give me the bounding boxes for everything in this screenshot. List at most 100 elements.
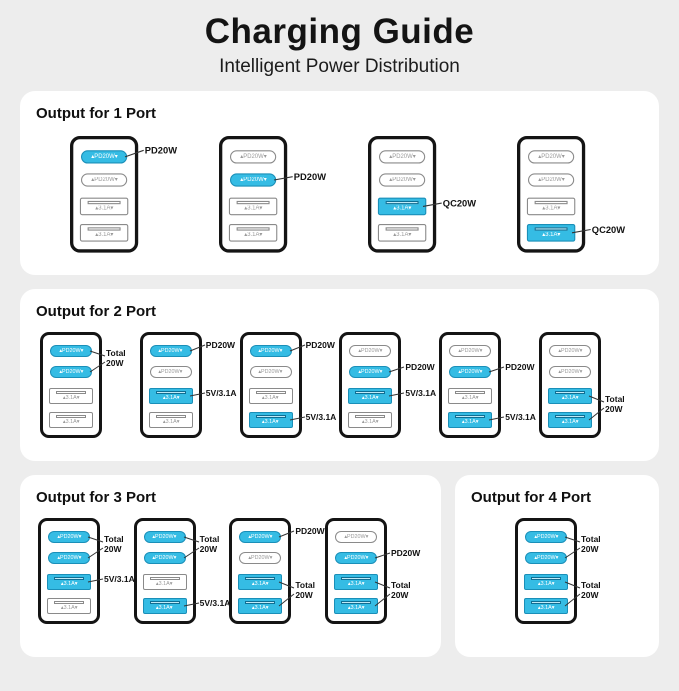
usb-a-port-1: ▴3.1A▾ [79,197,129,216]
usb-c-port-text: ▴PD20W▾ [158,368,183,375]
usb-a-port-2: ▴3.1A▾ [448,412,493,428]
output-label: Total 20W [106,348,126,368]
charger-body: ▴PD20W▾▴PD20W▾▴3.1A▾▴3.1A▾ [239,332,302,438]
usb-a-port-1: ▴3.1A▾ [526,197,576,216]
usb-a-port-2: ▴3.1A▾ [333,598,378,614]
usb-a-port-1: ▴3.1A▾ [348,388,393,404]
charger-body: ▴PD20W▾▴PD20W▾▴3.1A▾▴3.1A▾ [38,518,100,624]
output-label: 5V/3.1A [405,388,437,398]
usb-c-port-text: ▴PD20W▾ [258,368,283,375]
output-label: QC20W [442,197,477,209]
usb-a-port-text: ▴3.1A▾ [347,580,365,587]
usb-a-tongue [54,576,84,580]
output-label: PD20W [390,548,421,558]
usb-c-port-2: ▴PD20W▾ [349,366,392,378]
usb-a-port-2: ▴3.1A▾ [79,224,129,242]
charging-guide-infographic: Charging Guide Intelligent Power Distrib… [0,12,679,657]
usb-a-port-text: ▴3.1A▾ [393,205,412,212]
usb-a-tongue [340,576,371,580]
usb-c-port-text: ▴PD20W▾ [537,176,565,183]
charger-diagram: ▴PD20W▾▴PD20W▾▴3.1A▾▴3.1A▾PD20W [219,136,326,253]
charger-body: ▴PD20W▾▴PD20W▾▴3.1A▾▴3.1A▾ [70,136,139,253]
output-label: Total 20W [604,394,625,414]
usb-c-port-2: ▴PD20W▾ [334,552,377,564]
usb-a-port-text: ▴3.1A▾ [393,231,412,238]
usb-a-tongue [56,390,86,394]
page-subtitle: Intelligent Power Distribution [219,56,460,77]
usb-a-tongue [155,414,186,418]
usb-c-port-1: ▴PD20W▾ [143,531,186,543]
usb-c-port-text: ▴PD20W▾ [343,533,368,540]
output-label: Total 20W [199,534,220,554]
usb-a-port-text: ▴3.1A▾ [461,394,479,401]
output-label: PD20W [505,362,535,372]
usb-a-tongue [455,414,486,418]
charger-body: ▴PD20W▾▴PD20W▾▴3.1A▾▴3.1A▾ [133,518,196,624]
usb-c-port-text: ▴PD20W▾ [458,347,483,354]
usb-c-port-1: ▴PD20W▾ [239,531,282,543]
usb-a-port-text: ▴3.1A▾ [62,394,80,401]
usb-c-port-text: ▴PD20W▾ [343,554,368,561]
usb-a-port-text: ▴3.1A▾ [95,205,114,212]
usb-a-port-text: ▴3.1A▾ [262,394,279,401]
usb-c-port-1: ▴PD20W▾ [548,345,591,357]
usb-a-port-1: ▴3.1A▾ [148,388,193,404]
output-label: PD20W [405,362,435,372]
usb-a-tongue [245,576,276,580]
usb-c-port-text: ▴PD20W▾ [557,368,582,375]
usb-a-port-text: ▴3.1A▾ [542,231,561,238]
usb-c-port-text: ▴PD20W▾ [533,554,559,561]
usb-c-port-text: ▴PD20W▾ [533,533,559,540]
usb-c-port-text: ▴PD20W▾ [388,176,416,183]
section-title: Output for 2 Port [36,303,156,320]
charger-body: ▴PD20W▾ ▴PD20W▾ ▴3.1A▾ ▴3.1A▾ [40,332,102,438]
usb-c-port-text: ▴PD20W▾ [248,554,273,561]
charger-diagram: ▴PD20W▾▴PD20W▾▴3.1A▾▴3.1A▾Total 20W [538,332,625,438]
usb-a-port-text: ▴3.1A▾ [537,580,555,587]
output-label: Total 20W [104,534,124,554]
usb-a-port-text: ▴3.1A▾ [461,418,479,425]
charger-diagram: ▴PD20W▾ ▴PD20W▾ ▴3.1A▾ ▴3.1A▾ PD20W Total 20W [324,518,420,624]
section-output-2-port: Output for 2 Port ▴PD20W▾ ▴PD20W▾ ▴3.1A▾ ▴3… [20,289,659,461]
usb-c-port-text: ▴PD20W▾ [152,533,177,540]
usb-a-port-text: ▴3.1A▾ [162,418,180,425]
usb-c-port-1: ▴PD20W▾ [50,345,92,357]
usb-a-port-2: ▴3.1A▾ [47,598,91,614]
usb-c-port-2: ▴PD20W▾ [249,366,292,378]
output-label: 5V/3.1A [104,574,135,584]
output-label: 5V/3.1A [205,388,237,398]
charger-body: ▴PD20W▾▴PD20W▾▴3.1A▾▴3.1A▾ [139,332,202,438]
usb-a-port-text: ▴3.1A▾ [362,394,379,401]
usb-c-port-2: ▴PD20W▾ [525,552,567,564]
usb-c-port-text: ▴PD20W▾ [239,153,267,160]
usb-c-port-text: ▴PD20W▾ [248,533,273,540]
usb-a-port-2: ▴3.1A▾ [49,412,93,428]
usb-a-tongue [87,200,121,204]
section-output-1-port: Output for 1 Port ▴PD20W▾▴PD20W▾▴3.1A▾▴3… [20,91,659,275]
usb-c-port-2: ▴PD20W▾ [143,552,186,564]
usb-c-port-2: ▴PD20W▾ [48,552,90,564]
usb-c-port-text: ▴PD20W▾ [58,368,84,375]
usb-a-tongue [155,390,186,394]
usb-a-port-1: ▴3.1A▾ [248,388,293,404]
charger-body: ▴PD20W▾▴PD20W▾▴3.1A▾▴3.1A▾ [339,332,402,438]
section-title: Output for 4 Port [471,489,591,506]
usb-a-tongue [531,600,561,604]
usb-a-tongue [355,414,386,418]
usb-a-port-text: ▴3.1A▾ [95,231,114,238]
usb-a-port-2: ▴3.1A▾ [526,224,576,242]
usb-c-port-1: ▴PD20W▾ [379,150,426,164]
output-label: PD20W [205,340,236,350]
charger-body: ▴PD20W▾ ▴PD20W▾ ▴3.1A▾ ▴3.1A▾ [324,518,387,624]
output-label: Total 20W [390,580,411,600]
usb-a-tongue [531,576,561,580]
usb-c-port-text: ▴PD20W▾ [388,153,416,160]
usb-a-tongue [236,200,270,204]
usb-a-tongue [534,200,568,204]
